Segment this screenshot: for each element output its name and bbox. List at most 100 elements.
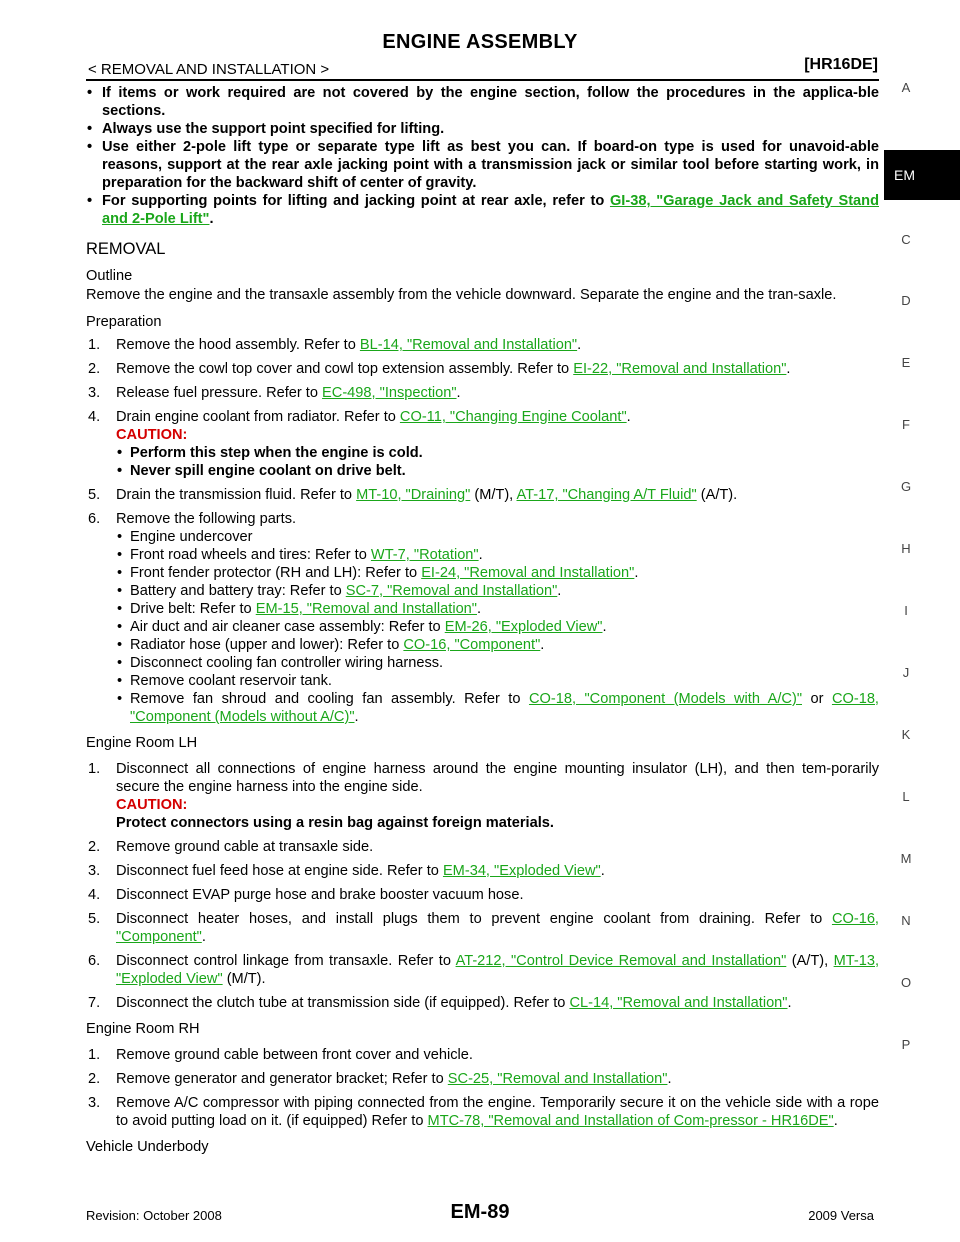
engine-room-lh-heading: Engine Room LH: [86, 735, 198, 751]
step-item: 2. Remove ground cable at transaxle side.: [86, 838, 879, 856]
parts-item: Engine undercover: [116, 528, 879, 546]
sidebar-item-p[interactable]: P: [901, 1037, 911, 1052]
parts-item: Battery and battery tray: Refer to SC-7,…: [116, 582, 879, 600]
step-item: 3.Release fuel pressure. Refer to EC-498…: [86, 384, 879, 402]
main-content: If items or work required are not covere…: [86, 84, 879, 1156]
step-number: 4.: [88, 409, 101, 425]
page-number: EM-89: [450, 1201, 510, 1223]
ref-link-gi-38[interactable]: GI-38, "Garage Jack and Safety Stand and…: [102, 193, 879, 227]
sidebar-item-g[interactable]: G: [900, 479, 912, 494]
step-end: .: [667, 1071, 672, 1087]
caution-text: Protect connectors using a resin bag aga…: [116, 815, 554, 831]
step-text: Disconnect all connections of engine har…: [116, 761, 879, 795]
caution-item: Perform this step when the engine is col…: [116, 444, 879, 462]
caution-label: CAUTION:: [116, 797, 188, 813]
step-item: 4.Disconnect EVAP purge hose and brake b…: [86, 886, 879, 904]
parts-item: Remove fan shroud and cooling fan assemb…: [116, 690, 879, 726]
header-rule: [86, 79, 879, 81]
intro-bullet: Use either 2-pole lift type or separate …: [86, 138, 879, 192]
step-item: 2.Remove generator and generator bracket…: [86, 1070, 879, 1088]
step-number: 6.: [88, 953, 101, 969]
ref-link-at-17[interactable]: AT-17, "Changing A/T Fluid": [516, 487, 697, 503]
ref-link-co-16-heater[interactable]: CO-16, "Component": [116, 911, 879, 945]
ref-link-mtc-78[interactable]: MTC-78, "Removal and Installation of Com…: [427, 1113, 834, 1129]
preparation-heading: Preparation: [86, 314, 162, 330]
sidebar-item-a[interactable]: A: [901, 80, 911, 95]
parts-text: Battery and battery tray: Refer to: [130, 583, 346, 599]
step-number: 7.: [88, 995, 101, 1011]
sidebar-item-n[interactable]: N: [901, 913, 911, 928]
step-number: 2.: [88, 1071, 101, 1087]
step-text: Remove the following parts.: [116, 511, 297, 527]
step-text: Remove ground cable at transaxle side.: [116, 839, 374, 855]
step-item: 5.Drain the transmission fluid. Refer to…: [86, 486, 879, 504]
step-item: 3.Remove A/C compressor with piping conn…: [86, 1094, 879, 1130]
step-text: Remove ground cable between front cover …: [116, 1047, 473, 1063]
ref-link-co-16[interactable]: CO-16, "Component": [403, 637, 541, 653]
sidebar-item-c[interactable]: C: [901, 232, 911, 247]
step-item: 5.Disconnect heater hoses, and install p…: [86, 910, 879, 946]
ref-link-em-15[interactable]: EM-15, "Removal and Installation": [255, 601, 477, 617]
parts-text: Front fender protector (RH and LH): Refe…: [130, 565, 422, 581]
step-text: Remove the hood assembly. Refer to: [116, 337, 360, 353]
sidebar-item-m[interactable]: M: [900, 851, 912, 866]
ref-link-mt-10[interactable]: MT-10, "Draining": [356, 487, 471, 503]
step-end: .: [786, 361, 791, 377]
parts-text: Radiator hose (upper and lower): Refer t…: [130, 637, 404, 653]
step-mid: (M/T),: [470, 487, 517, 503]
ref-link-co-18-ac[interactable]: CO-18, "Component (Models with A/C)": [528, 691, 802, 707]
sidebar-item-e[interactable]: E: [901, 355, 911, 370]
sidebar-item-d[interactable]: D: [901, 293, 911, 308]
sidebar-item-j[interactable]: J: [902, 665, 910, 680]
step-number: 5.: [88, 911, 101, 927]
sidebar-item-k[interactable]: K: [901, 727, 911, 742]
sidebar-item-l[interactable]: L: [902, 789, 910, 804]
ref-link-bl-14[interactable]: BL-14, "Removal and Installation": [359, 337, 578, 353]
ref-link-at-212[interactable]: AT-212, "Control Device Removal and Inst…: [455, 953, 787, 969]
section-label: < REMOVAL AND INSTALLATION >: [88, 61, 330, 78]
step-number: 2.: [88, 839, 101, 855]
intro-bullet-text: For supporting points for lifting and ja…: [102, 193, 610, 209]
step-item: 1. Remove ground cable between front cove…: [86, 1046, 879, 1064]
intro-bullet: For supporting points for lifting and ja…: [86, 192, 879, 228]
ref-link-cl-14[interactable]: CL-14, "Removal and Installation": [569, 995, 788, 1011]
parts-item: Radiator hose (upper and lower): Refer t…: [116, 636, 879, 654]
ref-link-wt-7[interactable]: WT-7, "Rotation": [370, 547, 479, 563]
ref-link-em-26[interactable]: EM-26, "Exploded View": [444, 619, 603, 635]
ref-link-ei-22[interactable]: EI-22, "Removal and Installation": [573, 361, 787, 377]
step-item: 3.Disconnect fuel feed hose at engine si…: [86, 862, 879, 880]
ref-link-ec-498[interactable]: EC-498, "Inspection": [322, 385, 457, 401]
step-number: 1.: [88, 1047, 101, 1063]
intro-bullet: Always use the support point specified f…: [86, 120, 879, 138]
step-end: .: [787, 995, 792, 1011]
step-end: .: [626, 409, 631, 425]
revision-date: Revision: October 2008: [86, 1208, 222, 1223]
engine-model-label: [HR16DE]: [804, 56, 878, 73]
sidebar-item-o[interactable]: O: [900, 975, 912, 990]
step-number: 3.: [88, 385, 101, 401]
step-text: Drain the transmission fluid. Refer to: [116, 487, 357, 503]
parts-end: .: [478, 547, 483, 563]
step-text: Disconnect control linkage from transaxl…: [116, 953, 456, 969]
step-item: 4.Drain engine coolant from radiator. Re…: [86, 408, 879, 480]
ref-link-co-11[interactable]: CO-11, "Changing Engine Coolant": [399, 409, 627, 425]
parts-end: .: [476, 601, 482, 617]
ref-link-sc-25[interactable]: SC-25, "Removal and Installation": [447, 1071, 668, 1087]
sidebar-item-i[interactable]: I: [904, 603, 908, 618]
step-end: .: [577, 337, 582, 353]
step-end: (M/T).: [222, 971, 266, 987]
ref-link-sc-7[interactable]: SC-7, "Removal and Installation": [345, 583, 558, 599]
ref-link-em-34[interactable]: EM-34, "Exploded View": [442, 863, 601, 879]
parts-end: .: [354, 709, 359, 725]
ref-link-co-18-no-ac[interactable]: CO-18, "Component (Models without A/C)": [130, 691, 879, 725]
sidebar-item-h[interactable]: H: [901, 541, 911, 556]
parts-end: .: [540, 637, 545, 653]
outline-heading: Outline: [86, 268, 133, 284]
step-end: .: [600, 863, 605, 879]
step-item: 6.Remove the following parts. Engine und…: [86, 510, 879, 726]
sidebar-item-em-active[interactable]: EM: [884, 150, 960, 200]
ref-link-ei-24[interactable]: EI-24, "Removal and Installation": [421, 565, 635, 581]
sidebar-item-f[interactable]: F: [902, 417, 910, 432]
parts-end: .: [602, 619, 607, 635]
ref-link-mt-13[interactable]: MT-13, "Exploded View": [116, 953, 880, 987]
